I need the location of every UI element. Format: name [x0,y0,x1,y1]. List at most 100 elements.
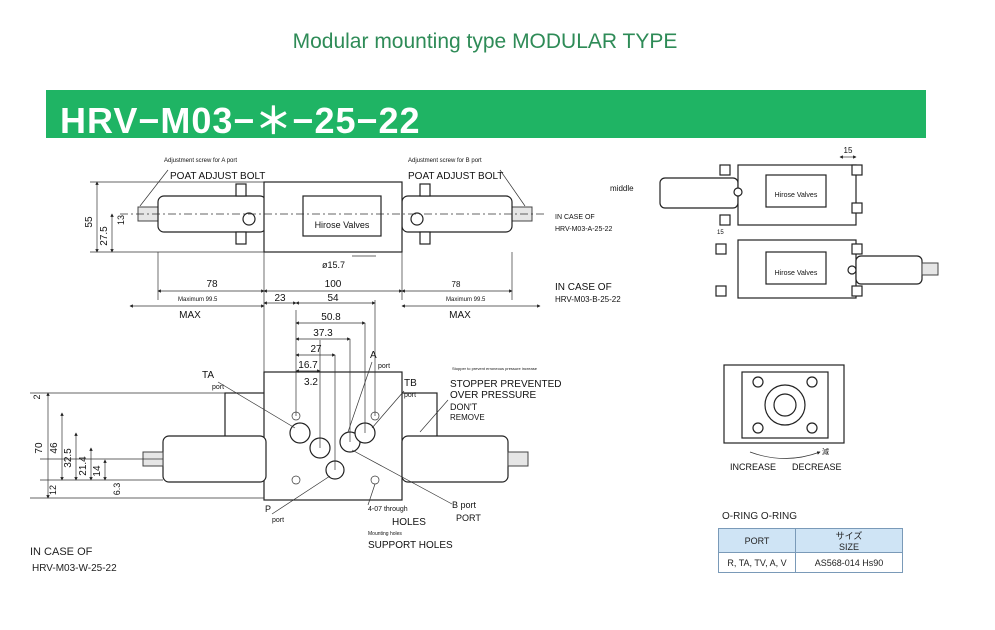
adjust-screw-a-note: Adjustment screw for A port [164,158,237,164]
oring-header-row: PORT サイズ SIZE [718,528,903,553]
dim-46: 46 [49,442,60,454]
screw-head [242,212,256,226]
screw-head [733,187,743,197]
variant-a-case: IN CASE OF [555,214,595,221]
variant-a-plate [765,174,827,208]
dim-50-8: 50.8 [321,312,341,323]
oring-col-size: サイズ SIZE [795,528,903,553]
variant-w-model: HRV-M03-W-25-22 [32,563,117,574]
bottom-view: 23 54 50.8 37.3 27 16.7 3.2 70 2 46 32.5 [30,293,562,551]
dim-70: 70 [34,442,45,454]
variant-b-cylinder [855,255,923,285]
ta-sub: port [212,384,224,391]
dont-label: DON'T [450,402,478,412]
stopper-line2: OVER PRESSURE [450,390,536,401]
max-left: MAX [179,310,201,321]
max-note-left: Maximum 99.5 [178,297,218,303]
oring-row-port: R, TA, TV, A, V [718,552,796,573]
screw-head [752,376,764,388]
nameplate-plate [302,195,382,237]
dim-27: 27 [310,344,322,355]
dim-12: 12 [48,485,58,495]
dim-13: 13 [116,215,126,225]
variant-a-view: middle Hirose Valves 15 IN CASE OF HRV-M… [555,146,863,233]
dim-37-3: 37.3 [313,328,333,339]
bolt [235,231,247,245]
variant-w-case: IN CASE OF [30,546,93,558]
nameplate-text: Hirose Valves [315,220,370,230]
oring-table: PORT サイズ SIZE R, TA, TV, A, V AS568-014 … [718,528,903,573]
oring-size-jp: サイズ [835,531,863,541]
increase-label: INCREASE [730,462,776,472]
middle-label: middle [610,184,634,193]
bolt [719,214,731,226]
b-port-label: B port [452,500,477,510]
right-cylinder-bottom [401,435,509,483]
variant-b-model: HRV-M03-B-25-22 [555,295,621,304]
bolt [715,243,727,255]
mounting-holes-label: Mounting holes [368,531,402,537]
variant-b-nameplate: Hirose Valves [775,270,818,277]
bolt [851,202,863,214]
adjust-screw-b-note: Adjustment screw for B port [408,158,482,164]
max-right: MAX [449,310,471,321]
remove-label: REMOVE [450,413,485,422]
screw-head [806,422,818,434]
model-banner: HRV−M03−＊−25−22 [46,90,926,141]
dim-diameter: ø15.7 [322,260,345,270]
dim-23: 23 [274,293,286,304]
model-code: HRV−M03−＊−25−22 [60,100,421,141]
dim-32-5: 32.5 [63,448,74,468]
variant-b-case: IN CASE OF [555,282,612,293]
manifold-body [263,371,403,501]
holes-note: 4-07 through [368,506,408,513]
dim-100: 100 [325,279,342,290]
stopper-note: Stopper to prevent erroneous pressure in… [452,366,538,371]
variant-b-plate [765,251,827,285]
dim-27-5: 27.5 [99,226,110,246]
dim-78-right: 78 [452,280,461,289]
table-row: R, TA, TV, A, V AS568-014 Hs90 [718,552,903,573]
dim-2: 2 [32,394,42,399]
dim-16-7: 16.7 [298,360,318,371]
oring-row-size: AS568-014 Hs90 [795,552,903,573]
right-bolt-bottom [507,451,529,467]
a-port-sub: port [378,363,390,370]
variant-b-view: Hirose Valves 15 IN CASE OF HRV-M03-B-25… [555,230,939,304]
bolt [851,285,863,297]
page-headline: Modular mounting type MODULAR TYPE [292,30,678,53]
dim-15: 15 [844,146,853,155]
screw-head [847,265,857,275]
knob-detail: 減 INCREASE DECREASE [723,364,845,472]
mount-hole [291,475,301,485]
p-sub: port [272,517,284,524]
knob-inner [773,393,797,417]
screw-head [806,376,818,388]
a-port-label: A [370,350,377,361]
variant-a-model: HRV-M03-A-25-22 [555,226,613,233]
oring-col-port: PORT [718,528,796,553]
poat-adjust-bolt-left: POAT ADJUST BOLT [170,171,265,182]
screw-head [410,212,424,226]
stopper-line1: STOPPER PREVENTED [450,379,562,390]
tb-label: TB [404,378,417,389]
oring-caption: O-RING O-RING [722,511,797,522]
variant-a-nameplate: Hirose Valves [775,192,818,199]
bolt [719,164,731,176]
poat-adjust-bolt-right: POAT ADJUST BOLT [408,171,503,182]
left-cylinder-bottom [162,435,267,483]
screw-head [752,422,764,434]
dim-6-3: 6.3 [112,483,122,496]
dim-55: 55 [84,216,95,228]
port-label: PORT [456,513,481,523]
ta-label: TA [202,370,214,381]
decrease-label: DECREASE [792,462,842,472]
dim-3-2: 3.2 [304,377,318,388]
bolt [419,183,431,197]
bolt [851,243,863,255]
dim-14: 14 [92,465,103,477]
ta-port [289,422,311,444]
dim-21-4: 21.4 [78,456,89,476]
